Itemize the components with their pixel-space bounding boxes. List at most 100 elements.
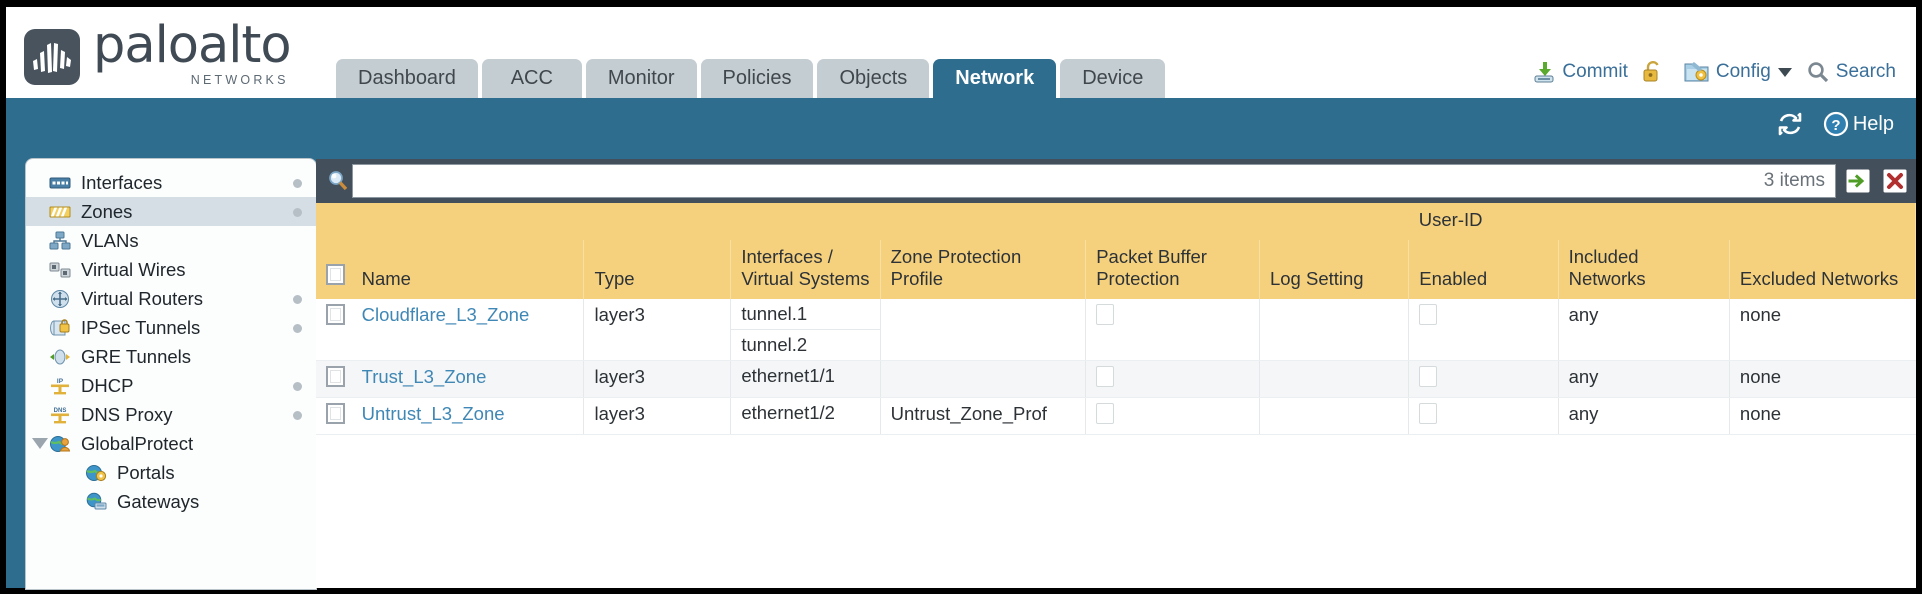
interface-item: ethernet1/2 [741, 402, 835, 423]
sidebar-item-label: Gateways [117, 490, 200, 512]
user-id-enabled-checkbox[interactable] [1419, 366, 1438, 387]
column-header-type[interactable]: Type [583, 240, 732, 299]
unlock-button[interactable] [1642, 60, 1670, 84]
column-header-interfaces-virtual-systems[interactable]: Interfaces / Virtual Systems [730, 240, 881, 299]
zone-type-cell: layer3 [583, 397, 732, 435]
sidebar-item-zones[interactable]: Zones [26, 197, 316, 226]
tab-acc[interactable]: ACC [481, 59, 582, 98]
excluded-networks-cell: none [1729, 360, 1916, 398]
header-actions: Commit [1518, 60, 1896, 84]
zone-name-link[interactable]: Cloudflare_L3_Zone [361, 304, 530, 325]
sidebar-item-globalprotect[interactable]: GlobalProtect [26, 429, 316, 458]
sidebar-item-virtual-wires[interactable]: Virtual Wires [26, 255, 316, 284]
zone-protection-profile-cell [880, 360, 1087, 398]
sub-header-band: ? Help [6, 98, 1916, 157]
status-dot [293, 324, 302, 333]
item-count-label: 3 items [1763, 170, 1825, 191]
group-header-spacer [316, 203, 1409, 240]
unlock-icon [1642, 60, 1664, 84]
status-dot [293, 295, 302, 304]
dns-proxy-icon: DNS [48, 404, 72, 426]
help-icon[interactable]: ? [1823, 111, 1849, 137]
sidebar-item-dns-proxy[interactable]: DNS DNS Proxy [26, 400, 316, 429]
commit-button[interactable]: Commit [1532, 60, 1628, 84]
excluded-networks-cell: none [1729, 397, 1916, 435]
sidebar-item-label: GRE Tunnels [81, 345, 192, 367]
sidebar-item-gateways[interactable]: Gateways [26, 487, 316, 516]
filter-input[interactable] [353, 166, 1764, 196]
sidebar-item-label: DNS Proxy [81, 403, 173, 425]
sidebar-item-ipsec-tunnels[interactable]: IPSec Tunnels [26, 313, 316, 342]
svg-text:IP: IP [57, 378, 64, 385]
content-panel: 3 items [316, 159, 1917, 588]
user-id-enabled-checkbox[interactable] [1419, 304, 1438, 325]
sidebar-item-label: GlobalProtect [81, 432, 194, 454]
column-header-log-setting[interactable]: Log Setting [1259, 240, 1410, 299]
expander-caret-icon[interactable] [32, 438, 48, 449]
included-networks-cell: any [1558, 299, 1730, 361]
tab-policies[interactable]: Policies [700, 59, 814, 98]
user-id-enabled-cell [1408, 299, 1559, 361]
sidebar-item-portals[interactable]: Portals [26, 458, 316, 487]
sidebar-item-gre-tunnels[interactable]: GRE Tunnels [26, 342, 316, 371]
packet-buffer-checkbox[interactable] [1096, 304, 1115, 325]
refresh-icon[interactable] [1777, 112, 1803, 136]
zone-name-link[interactable]: Trust_L3_Zone [361, 366, 487, 387]
row-checkbox[interactable] [326, 403, 345, 424]
clear-filter-button[interactable] [1880, 166, 1910, 196]
select-all-checkbox[interactable] [326, 264, 345, 285]
vlans-icon [48, 230, 72, 252]
zone-name-link[interactable]: Untrust_L3_Zone [361, 403, 505, 424]
tab-device[interactable]: Device [1060, 59, 1166, 98]
packet-buffer-protection-cell [1085, 360, 1260, 398]
search-button[interactable]: Search [1806, 60, 1896, 84]
column-header-name[interactable]: Name [357, 240, 585, 299]
user-id-enabled-checkbox[interactable] [1419, 403, 1438, 424]
zones-icon [48, 201, 72, 223]
config-menu-button[interactable]: Config [1684, 60, 1792, 84]
column-header-included-networks[interactable]: Included Networks [1558, 240, 1730, 299]
sidebar-item-interfaces[interactable]: Interfaces [26, 168, 316, 197]
sidebar-item-vlans[interactable]: VLANs [26, 226, 316, 255]
zone-name-cell: Untrust_L3_Zone [357, 397, 585, 435]
chevron-down-icon[interactable] [1777, 67, 1792, 77]
tab-dashboard[interactable]: Dashboard [336, 59, 478, 98]
interface-item: tunnel.1 [731, 299, 880, 330]
tab-objects[interactable]: Objects [817, 59, 930, 98]
packet-buffer-checkbox[interactable] [1096, 403, 1115, 424]
status-dot [293, 411, 302, 420]
user-id-enabled-cell [1408, 397, 1559, 435]
column-header-enabled[interactable]: Enabled [1408, 240, 1559, 299]
search-field-wrapper[interactable]: 3 items [352, 164, 1836, 198]
apply-filter-button[interactable] [1843, 166, 1873, 196]
row-checkbox[interactable] [326, 366, 345, 387]
included-networks-cell: any [1558, 360, 1730, 398]
tab-monitor[interactable]: Monitor [585, 59, 697, 98]
svg-text:?: ? [1831, 117, 1840, 134]
column-header-zone-protection-profile[interactable]: Zone Protection Profile [880, 240, 1087, 299]
sidebar-item-virtual-routers[interactable]: Virtual Routers [26, 284, 316, 313]
interfaces-icon [48, 172, 72, 194]
sidebar-item-label: Virtual Routers [81, 287, 204, 309]
column-header-packet-buffer-protection[interactable]: Packet Buffer Protection [1085, 240, 1260, 299]
filter-search-icon[interactable] [324, 170, 352, 192]
packet-buffer-protection-cell [1085, 299, 1260, 361]
packet-buffer-checkbox[interactable] [1096, 366, 1115, 387]
brand-subtitle: NETWORKS [190, 73, 289, 87]
row-checkbox[interactable] [326, 304, 345, 325]
tab-network[interactable]: Network [933, 59, 1057, 98]
column-header-excluded-networks[interactable]: Excluded Networks [1729, 240, 1917, 299]
group-header-row: User-ID [316, 203, 1916, 240]
user-id-enabled-cell [1408, 360, 1559, 398]
row-select-cell [316, 299, 358, 361]
virtual-routers-icon [48, 288, 72, 310]
help-label[interactable]: Help [1852, 112, 1894, 135]
